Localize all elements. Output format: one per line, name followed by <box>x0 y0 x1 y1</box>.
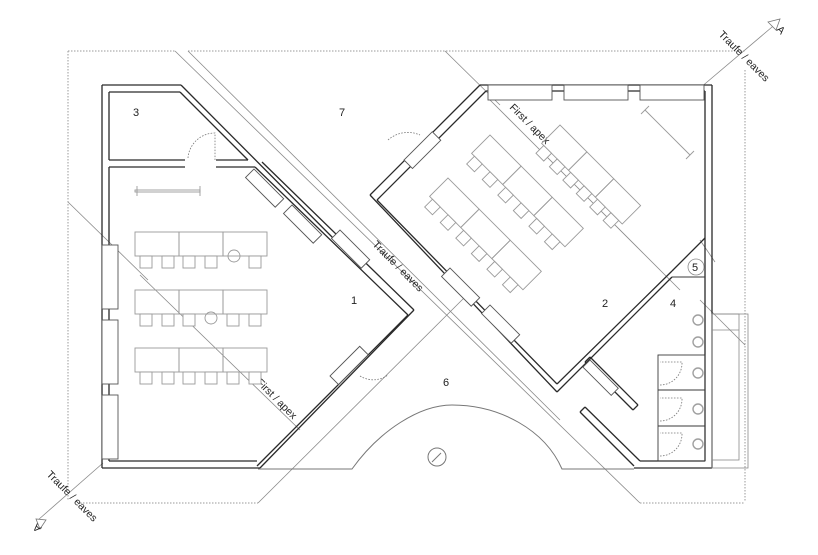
room-5-marker <box>687 258 705 276</box>
room-label-4: 4 <box>670 298 676 310</box>
room-label-6: 6 <box>443 377 449 389</box>
room-label-2: 2 <box>602 298 608 310</box>
room-label-7: 7 <box>339 107 345 119</box>
room-label-5: 5 <box>692 262 698 274</box>
room-4-fixtures <box>692 314 704 450</box>
doors <box>187 132 683 457</box>
room-label-3: 3 <box>133 107 139 119</box>
annotation-eaves-bottom-left: Traufe / eaves <box>44 469 100 525</box>
room-labels: 1 2 3 4 5 6 7 <box>133 107 698 389</box>
roof-lines <box>37 21 779 521</box>
room-label-1: 1 <box>351 295 357 307</box>
annex-right <box>711 313 749 469</box>
roof-outline <box>67 50 746 504</box>
room-1-furniture <box>134 186 268 385</box>
walls-left-wing <box>101 84 415 469</box>
windows-left <box>101 244 119 460</box>
annotation-apex-top: First / apex <box>507 102 553 148</box>
section-marker-bottom-left: A <box>31 518 47 534</box>
room-2-furniture <box>424 105 695 294</box>
windows-diagonal <box>244 131 619 396</box>
annotation-eaves-top-right: Traufe / eaves <box>716 29 772 85</box>
windows-top-right <box>487 84 705 101</box>
courtyard-curve <box>258 404 634 470</box>
